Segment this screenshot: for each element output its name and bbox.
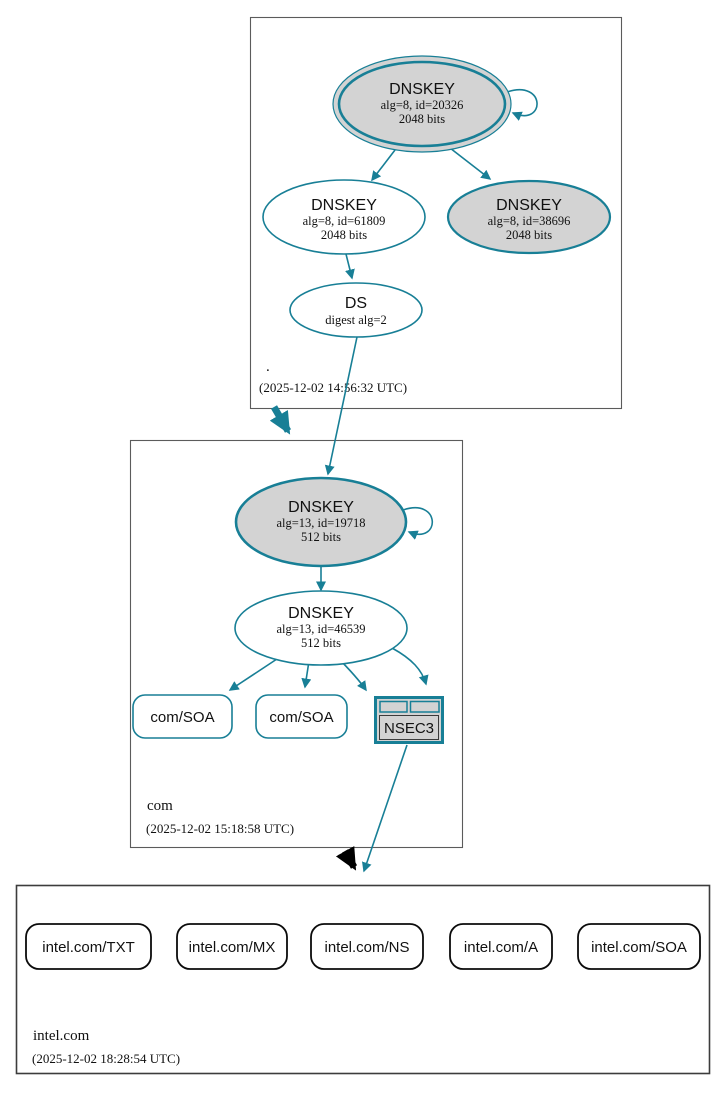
root-zsk-detail: alg=8, id=61809 xyxy=(303,214,386,228)
nsec3-label: NSEC3 xyxy=(384,720,434,737)
root-zsk-title: DNSKEY xyxy=(311,197,377,214)
com-ksk-bits: 512 bits xyxy=(301,530,341,544)
node-com-soa-2: com/SOA xyxy=(255,694,348,739)
intel-mx-label: intel.com/MX xyxy=(189,939,276,956)
edge-root-ksk-selfsign xyxy=(506,89,538,121)
root-ksk-title: DNSKEY xyxy=(389,81,455,98)
node-intel-ns: intel.com/NS xyxy=(310,923,424,970)
zone-com-box xyxy=(129,439,464,849)
edge-root-ksk-to-key2 xyxy=(449,147,492,180)
zone-com-label: com xyxy=(147,798,173,814)
intel-a-rect xyxy=(449,923,553,970)
com-ksk-ellipse xyxy=(234,476,408,568)
node-com-soa-1: com/SOA xyxy=(132,694,233,739)
edge-ds-to-com-ksk xyxy=(324,336,358,476)
node-intel-txt: intel.com/TXT xyxy=(25,923,152,970)
zone-intel-box xyxy=(15,884,711,1075)
intel-mx-rect xyxy=(176,923,288,970)
node-intel-a: intel.com/A xyxy=(449,923,553,970)
intel-ns-label: intel.com/NS xyxy=(324,939,409,956)
root-ksk-bits: 2048 bits xyxy=(399,112,445,126)
com-soa2-label: com/SOA xyxy=(269,709,333,726)
zone-root-label: . xyxy=(266,359,270,375)
intel-txt-label: intel.com/TXT xyxy=(42,939,135,956)
root-ds-ellipse xyxy=(289,282,423,338)
com-soa2-rect xyxy=(255,694,348,739)
zone-root: . (2025-12-02 14:56:32 UTC) xyxy=(249,16,623,410)
com-soa1-rect xyxy=(132,694,233,739)
zone-com: com (2025-12-02 15:18:58 UTC) xyxy=(129,439,464,849)
zone-intel: intel.com (2025-12-02 18:28:54 UTC) xyxy=(15,884,711,1075)
com-zsk-detail: alg=13, id=46539 xyxy=(276,622,365,636)
edge-nsec3-to-intel xyxy=(362,744,408,873)
root-ksk-detail: alg=8, id=20326 xyxy=(381,98,464,112)
node-intel-soa: intel.com/SOA xyxy=(577,923,701,970)
root-key2-ellipse xyxy=(446,179,612,255)
com-soa1-label: com/SOA xyxy=(150,709,214,726)
nsec3-cell-right xyxy=(409,700,440,713)
edge-com-zsk-to-nsec3-right xyxy=(391,647,429,686)
root-zsk-bits: 2048 bits xyxy=(321,228,367,242)
com-zsk-ellipse xyxy=(234,590,408,666)
nsec3-cell-left xyxy=(379,700,408,713)
zone-root-timestamp: (2025-12-02 14:56:32 UTC) xyxy=(259,380,407,395)
root-key2-detail: alg=8, id=38696 xyxy=(488,214,571,228)
intel-ns-rect xyxy=(310,923,424,970)
root-ds-detail: digest alg=2 xyxy=(325,313,387,327)
intel-soa-label: intel.com/SOA xyxy=(591,939,687,956)
node-root-zsk-dnskey-61809: DNSKEY alg=8, id=61809 2048 bits xyxy=(262,179,426,255)
root-zsk-ellipse xyxy=(262,179,426,255)
zone-com-timestamp: (2025-12-02 15:18:58 UTC) xyxy=(146,821,294,836)
com-zsk-title: DNSKEY xyxy=(288,605,354,622)
com-ksk-title: DNSKEY xyxy=(288,499,354,516)
zone-intel-label: intel.com xyxy=(33,1028,90,1044)
edge-com-zsk-to-soa1 xyxy=(228,654,284,691)
intel-soa-rect xyxy=(577,923,701,970)
node-com-nsec3: NSEC3 xyxy=(374,696,444,744)
root-key2-title: DNSKEY xyxy=(496,197,562,214)
node-com-zsk-dnskey-46539: DNSKEY alg=13, id=46539 512 bits xyxy=(234,590,408,666)
node-root-ds: DS digest alg=2 xyxy=(289,282,423,338)
zone-root-box xyxy=(249,16,623,410)
node-intel-mx: intel.com/MX xyxy=(176,923,288,970)
edge-com-delegation-to-intel xyxy=(335,845,358,871)
node-root-ksk-dnskey-20326: DNSKEY alg=8, id=20326 2048 bits xyxy=(332,55,512,153)
edge-com-ksk-selfsign xyxy=(402,507,434,540)
root-key2-bits: 2048 bits xyxy=(506,228,552,242)
root-ksk-ellipse xyxy=(337,60,507,148)
intel-a-label: intel.com/A xyxy=(464,939,538,956)
zone-intel-timestamp: (2025-12-02 18:28:54 UTC) xyxy=(32,1051,180,1066)
intel-txt-rect xyxy=(25,923,152,970)
edge-root-zsk-to-ds xyxy=(345,253,355,280)
edge-root-ksk-to-zsk xyxy=(371,149,396,182)
node-com-ksk-dnskey-19718: DNSKEY alg=13, id=19718 512 bits xyxy=(234,476,408,568)
com-ksk-detail: alg=13, id=19718 xyxy=(276,516,365,530)
edge-root-delegation-to-com xyxy=(269,405,292,435)
root-ds-title: DS xyxy=(345,295,367,312)
node-root-dnskey-38696: DNSKEY alg=8, id=38696 2048 bits xyxy=(446,179,612,255)
nsec3-text-cell xyxy=(379,715,439,740)
com-zsk-bits: 512 bits xyxy=(301,636,341,650)
